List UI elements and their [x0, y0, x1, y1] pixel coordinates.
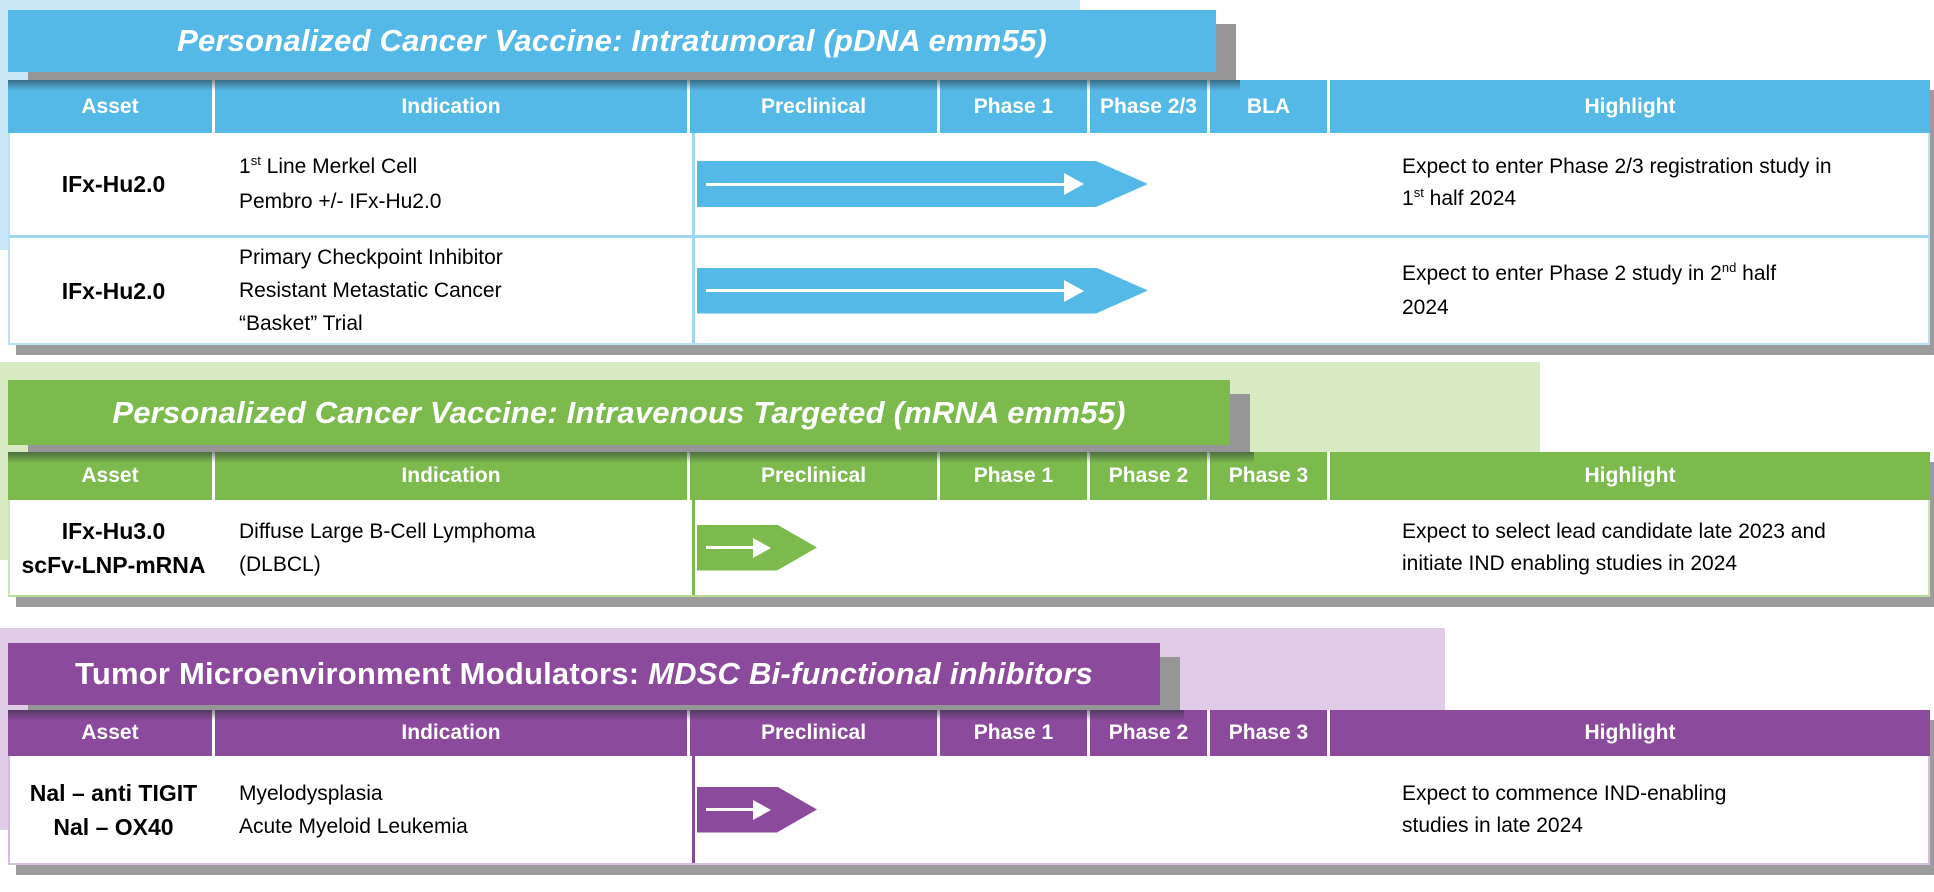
- column-header-indication: Indication: [215, 452, 690, 500]
- indication-cell: Myelodysplasia Acute Myeloid Leukemia: [217, 756, 692, 863]
- section2-header-row: Asset Indication Preclinical Phase 1 Pha…: [8, 452, 1930, 500]
- column-header-phase2: Phase 2: [1090, 452, 1210, 500]
- section1-table: Asset Indication Preclinical Phase 1 Pha…: [8, 80, 1930, 345]
- column-header-phase1: Phase 1: [940, 80, 1090, 133]
- highlight-line: Expect to enter Phase 2/3 registration s…: [1402, 155, 1832, 178]
- phase-2-3-progress-arrow: [697, 268, 1148, 314]
- section2-title-bar: Personalized Cancer Vaccine: Intravenous…: [8, 380, 1230, 445]
- indication-line: Primary Checkpoint Inhibitor: [239, 246, 503, 269]
- section3-title: Tumor Microenvironment Modulators: MDSC …: [75, 656, 1093, 692]
- column-header-highlight: Highlight: [1584, 721, 1676, 744]
- asset-name: IFx-Hu2.0: [61, 277, 166, 304]
- indication-line: Pembro +/- IFx-Hu2.0: [239, 190, 442, 213]
- column-header-phase1: Phase 1: [940, 452, 1090, 500]
- indication-line: 1st Line Merkel Cell: [239, 153, 418, 178]
- column-header-preclinical: Preclinical: [690, 710, 940, 756]
- highlight-cell: Expect to enter Phase 2/3 registration s…: [1332, 133, 1932, 235]
- asset-name: IFx-Hu2.0: [61, 171, 166, 197]
- column-header-highlight: Highlight: [1584, 464, 1676, 487]
- column-header-asset: Asset: [8, 80, 215, 133]
- section1-header-row: Asset Indication Preclinical Phase 1 Pha…: [8, 80, 1930, 133]
- indication-cell: Diffuse Large B-Cell Lymphoma (DLBCL): [217, 500, 692, 595]
- section3-table: Asset Indication Preclinical Phase 1 Pha…: [8, 710, 1930, 865]
- column-header-phase1: Phase 1: [940, 710, 1090, 756]
- asset-name-line: scFv-LNP-mRNA: [21, 551, 206, 578]
- indication-line: Diffuse Large B-Cell Lymphoma: [239, 519, 536, 543]
- column-header-bla: BLA: [1210, 80, 1330, 133]
- asset-cell: IFx-Hu3.0 scFv-LNP-mRNA: [10, 500, 217, 595]
- column-header-highlight: Highlight: [1584, 94, 1676, 118]
- phase-2-3-progress-arrow: [697, 161, 1148, 207]
- column-header-preclinical: Preclinical: [690, 80, 940, 133]
- highlight-line: initiate IND enabling studies in 2024: [1402, 551, 1738, 575]
- column-header-phase3: Phase 3: [1210, 452, 1330, 500]
- section3-title-italic: MDSC Bi-functional inhibitors: [648, 656, 1093, 691]
- asset-cell: Nal – anti TIGIT Nal – OX40: [10, 756, 217, 863]
- indication-cell: 1st Line Merkel Cell Pembro +/- IFx-Hu2.…: [217, 133, 692, 235]
- indication-line: Resistant Metastatic Cancer: [239, 279, 502, 302]
- section1-title: Personalized Cancer Vaccine: Intratumora…: [177, 23, 1047, 58]
- highlight-line: 2024: [1402, 295, 1449, 319]
- table-row: Nal – anti TIGIT Nal – OX40 Myelodysplas…: [8, 756, 1930, 865]
- indication-line: Acute Myeloid Leukemia: [239, 814, 468, 838]
- highlight-cell: Expect to enter Phase 2 study in 2nd hal…: [1332, 238, 1932, 343]
- highlight-line: 1st half 2024: [1402, 185, 1517, 210]
- table-row: IFx-Hu2.0 Primary Checkpoint Inhibitor R…: [8, 238, 1930, 345]
- section3-header-row: Asset Indication Preclinical Phase 1 Pha…: [8, 710, 1930, 756]
- asset-cell: IFx-Hu2.0: [10, 133, 217, 235]
- preclinical-progress-arrow: [697, 525, 817, 571]
- section1-title-bar: Personalized Cancer Vaccine: Intratumora…: [8, 10, 1216, 72]
- highlight-line: Expect to commence IND-enabling: [1402, 781, 1727, 805]
- section3-title-bar: Tumor Microenvironment Modulators: MDSC …: [8, 643, 1160, 705]
- column-header-preclinical: Preclinical: [690, 452, 940, 500]
- column-header-phase2: Phase 2: [1090, 710, 1210, 756]
- column-header-asset: Asset: [8, 710, 215, 756]
- column-header-phase23: Phase 2/3: [1090, 80, 1210, 133]
- highlight-line: Expect to select lead candidate late 202…: [1402, 519, 1826, 543]
- highlight-cell: Expect to commence IND-enabling studies …: [1332, 756, 1932, 863]
- asset-cell: IFx-Hu2.0: [10, 238, 217, 343]
- column-header-phase3: Phase 3: [1210, 710, 1330, 756]
- table-row: IFx-Hu2.0 1st Line Merkel Cell Pembro +/…: [8, 133, 1930, 238]
- asset-name-line: Nal – OX40: [53, 813, 174, 840]
- column-header-asset: Asset: [8, 452, 215, 500]
- column-header-indication: Indication: [215, 710, 690, 756]
- section3-title-plain: Tumor Microenvironment Modulators:: [75, 656, 649, 691]
- section2-title: Personalized Cancer Vaccine: Intravenous…: [112, 394, 1126, 430]
- preclinical-progress-arrow: [697, 787, 817, 833]
- indication-line: Myelodysplasia: [239, 781, 383, 805]
- table-row: IFx-Hu3.0 scFv-LNP-mRNA Diffuse Large B-…: [8, 500, 1930, 597]
- asset-name-line: Nal – anti TIGIT: [29, 779, 198, 806]
- indication-cell: Primary Checkpoint Inhibitor Resistant M…: [217, 238, 692, 343]
- highlight-line: Expect to enter Phase 2 study in 2nd hal…: [1402, 259, 1777, 285]
- column-header-indication: Indication: [215, 80, 690, 133]
- indication-line: “Basket” Trial: [239, 312, 363, 335]
- highlight-cell: Expect to select lead candidate late 202…: [1332, 500, 1932, 595]
- asset-name-line: IFx-Hu3.0: [61, 517, 166, 544]
- indication-line: (DLBCL): [239, 552, 321, 576]
- highlight-line: studies in late 2024: [1402, 813, 1583, 837]
- section2-table: Asset Indication Preclinical Phase 1 Pha…: [8, 452, 1930, 597]
